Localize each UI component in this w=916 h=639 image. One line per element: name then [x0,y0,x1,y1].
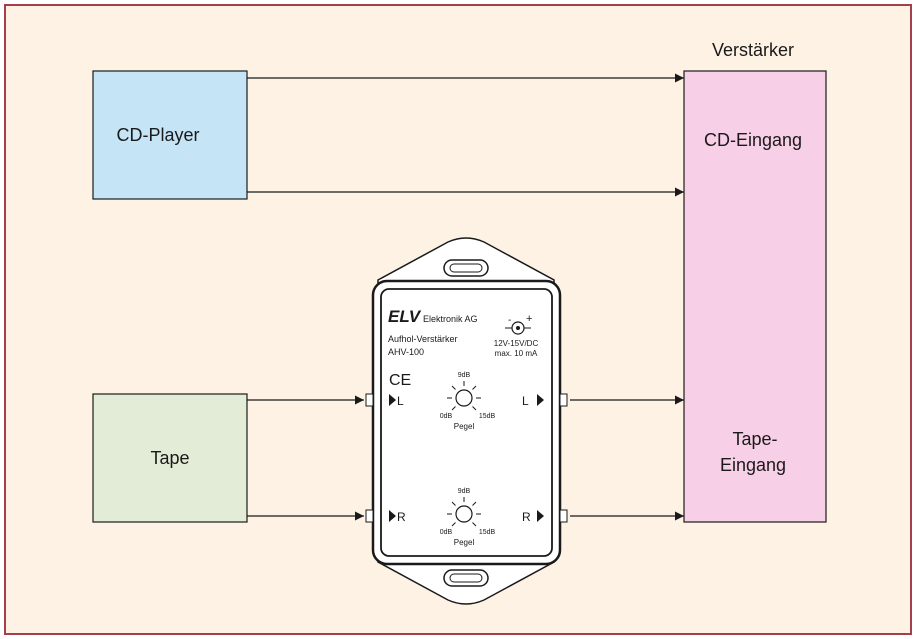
knob-right-pegel-label: Pegel [454,538,475,547]
output-right-arrow-icon [537,510,544,522]
input-jack-right [365,509,374,523]
elv-logo: ELV [388,307,422,326]
level-knob-left: 9dB 0dB 15dB Pegel [440,372,496,431]
amplifier-title: Verstärker [712,40,794,60]
knob-right-dial-icon [455,505,473,523]
knob-right-scale-ticks [447,497,481,527]
input-left-arrow-icon [389,394,396,406]
tape-block [92,393,248,523]
tape-label: Tape [150,448,189,468]
knob-right-high-label: 15dB [479,529,496,536]
input-right-label: R [397,510,406,524]
mounting-slot-top [443,259,489,277]
knob-left-max-label: 9dB [458,372,471,379]
input-left-label: L [397,394,404,408]
input-right-arrow-icon [389,510,396,522]
device-front-panel [380,288,553,557]
cd-player-label: CD-Player [116,125,199,145]
output-jack-right [559,509,568,523]
power-spec: 12V-15V/DC [494,339,539,348]
mounting-slot-bottom [443,569,489,587]
aufhol-verstaerker-device: ELV Elektronik AG Aufhol-Verstärker AHV-… [365,237,568,605]
power-minus: - [508,315,511,326]
power-plus: + [526,313,532,325]
output-jack-left [559,393,568,407]
knob-left-high-label: 15dB [479,413,496,420]
output-left-arrow-icon [537,394,544,406]
device-company: Elektronik AG [423,314,478,324]
mounting-slot-bottom-inner [449,573,483,583]
knob-right-min-label: 0dB [440,529,453,536]
power-jack-pin [516,326,520,330]
cd-player-block [92,70,248,200]
tape-input-label-line1: Tape- [732,429,777,449]
knob-left-pegel-label: Pegel [454,422,475,431]
output-right-label: R [522,510,531,524]
input-jack-left [365,393,374,407]
cd-input-label: CD-Eingang [704,130,802,150]
amplifier-block [683,70,827,523]
level-knob-right: 9dB 0dB 15dB Pegel [440,488,496,547]
ce-mark: CE [389,372,411,389]
output-left-label: L [522,394,529,408]
tape-input-label-line2: Eingang [720,455,786,475]
knob-left-scale-ticks [447,381,481,411]
mounting-slot-top-inner [449,263,483,273]
knob-left-dial-icon [455,389,473,407]
knob-right-max-label: 9dB [458,488,471,495]
current-spec: max. 10 mA [495,349,538,358]
knob-left-min-label: 0dB [440,413,453,420]
device-name: Aufhol-Verstärker [388,334,458,344]
device-model: AHV-100 [388,347,424,357]
